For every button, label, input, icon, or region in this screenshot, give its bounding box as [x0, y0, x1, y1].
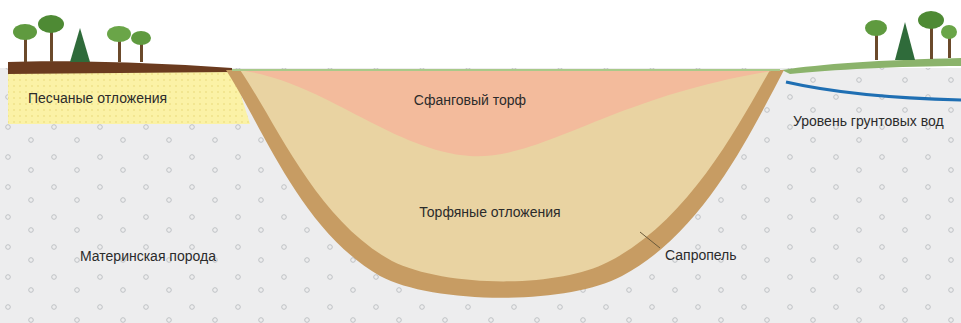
- groundwater-line: [786, 82, 961, 100]
- sand-layer: [8, 70, 250, 124]
- trees-left: [13, 15, 151, 62]
- layer-region: Торфяные отложения: [415, 202, 564, 223]
- sand-texture: [8, 70, 250, 124]
- pebble-texture: [0, 68, 961, 323]
- soil-strip: [8, 61, 232, 74]
- grass-strip: [782, 58, 961, 74]
- sapropel-layer: [226, 70, 784, 298]
- sphagnum-layer: [236, 70, 778, 156]
- layer-label: Песчаные отложения: [28, 90, 167, 107]
- layer-label: Материнская порода: [80, 248, 216, 265]
- layer-region: Песчаные отложения: [24, 88, 171, 109]
- layer-label: Сфанговый торф: [414, 92, 526, 109]
- peat-layer: [240, 70, 770, 281]
- layer-label: Торфяные отложения: [419, 204, 560, 221]
- trees-right: [865, 11, 957, 60]
- callout-label: Уровень грунтовых вод: [790, 112, 947, 131]
- parent-rock: [0, 68, 961, 323]
- layer-region: Сфанговый торф: [410, 90, 530, 111]
- leader-line: [640, 232, 660, 248]
- callout-label: Сапропель: [662, 246, 740, 265]
- bog-grass: [232, 69, 780, 71]
- layer-region: Материнская порода: [76, 246, 220, 267]
